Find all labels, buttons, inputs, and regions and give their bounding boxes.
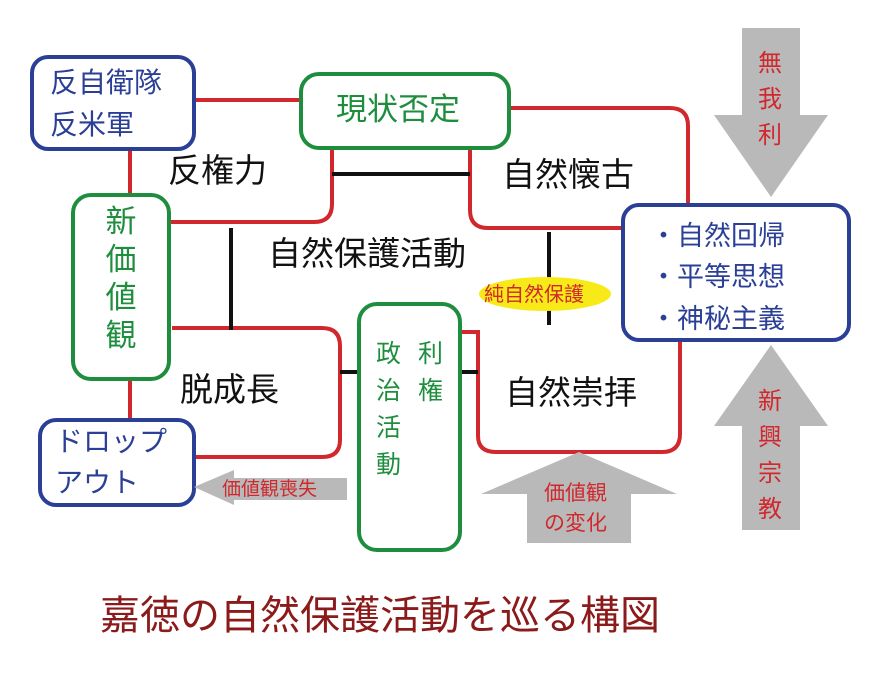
- dropout-label-line2: アウト: [55, 466, 140, 499]
- ideal-mysticism: ・神秘主義: [650, 304, 785, 335]
- dropout-label-line1: ドロップ: [55, 425, 168, 458]
- values-change-label-line1: 価値観: [544, 481, 607, 505]
- dropout-box: [38, 418, 196, 507]
- values-change-label-line2: の変化: [544, 511, 607, 535]
- new-values-box: [71, 193, 171, 381]
- selflessness-label: 無我利: [758, 49, 782, 149]
- new-values-label: 新価値観: [105, 204, 137, 354]
- ideal-equality: ・平等思想: [650, 262, 785, 293]
- nature-worship-label: 自然崇拝: [505, 373, 637, 412]
- ideal-nature-return: ・自然回帰: [650, 221, 785, 252]
- new-religion-arrow: [714, 345, 828, 530]
- anti-military-box: [30, 55, 196, 151]
- politics-label: 政治活動: [376, 339, 402, 479]
- anti-self-defense-label: 反自衛隊: [50, 66, 163, 99]
- pure-conservation-label: 純自然保護: [484, 282, 584, 306]
- degrowth-label: 脱成長: [180, 370, 279, 409]
- values-change-arrow: [481, 452, 677, 543]
- nature-nostalgia-label: 自然懐古: [502, 155, 634, 194]
- status-quo-box: [299, 72, 511, 150]
- pure-conservation-highlight: [479, 277, 611, 311]
- interest-politics-box: [357, 302, 462, 552]
- anti-us-military-label: 反米軍: [50, 108, 135, 141]
- loss-of-values-label: 価値観喪失: [222, 478, 318, 500]
- interest-label: 利権: [418, 339, 444, 405]
- ideals-box: [621, 203, 851, 342]
- selflessness-arrow: [714, 28, 828, 197]
- loss-of-values-arrow: [194, 470, 347, 505]
- status-quo-denial-label: 現状否定: [336, 92, 460, 128]
- anti-power-label: 反権力: [168, 151, 267, 190]
- new-religion-label: 新興宗教: [758, 387, 782, 523]
- nature-conservation-label: 自然保護活動: [268, 234, 466, 273]
- red-frame-lines: [128, 98, 690, 459]
- diagram-title: 嘉徳の自然保護活動を巡る構図: [100, 593, 660, 639]
